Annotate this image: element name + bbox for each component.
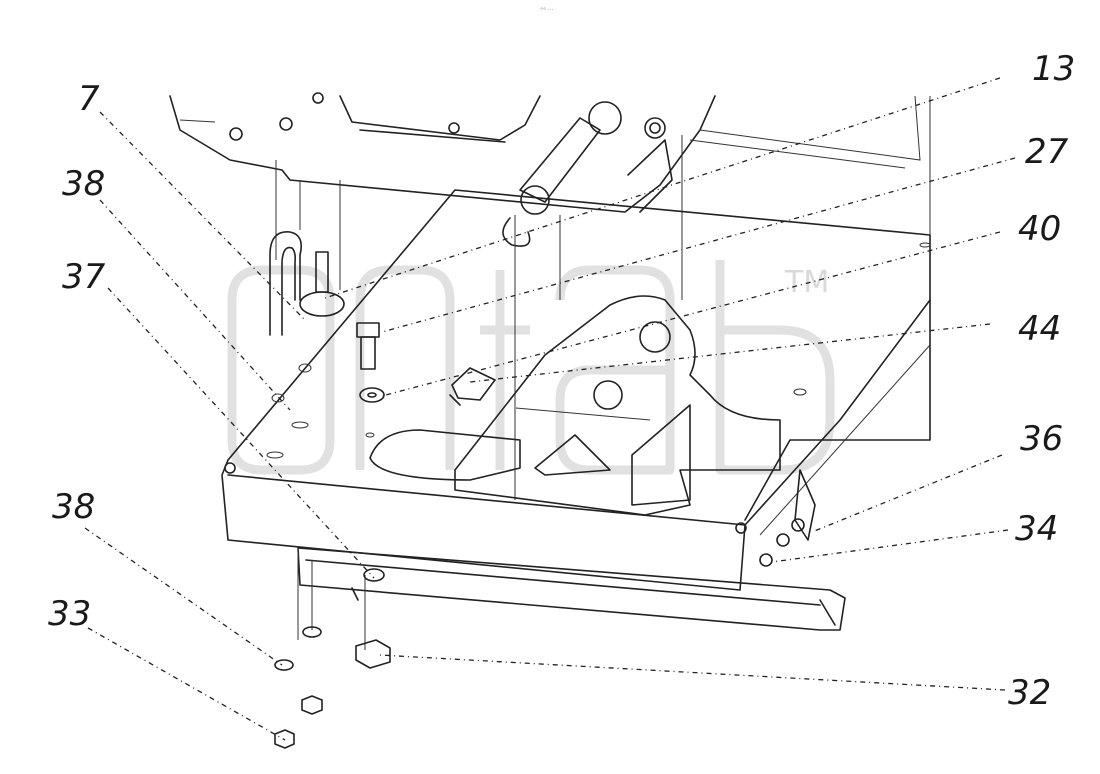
callout-44: 44 [1018,309,1061,349]
callout-32: 32 [1008,673,1051,713]
callout-13: 13 [1032,49,1075,89]
callout-37: 37 [62,257,106,297]
callout-33: 33 [48,594,91,634]
callout-38-upper: 38 [62,164,105,204]
leader-lines [84,77,1016,741]
callout-27: 27 [1025,132,1069,172]
machine-drawing [169,92,931,749]
top-marking: °° ··· [540,7,554,14]
callout-36: 36 [1020,419,1063,459]
callout-40: 40 [1018,209,1061,249]
callout-38-lower: 38 [52,487,95,527]
callout-7: 7 [78,79,100,119]
callout-labels: 13 27 40 44 36 34 32 7 38 37 38 33 [48,49,1075,713]
watermark-tm: TM [784,265,829,300]
callout-34: 34 [1015,509,1058,549]
